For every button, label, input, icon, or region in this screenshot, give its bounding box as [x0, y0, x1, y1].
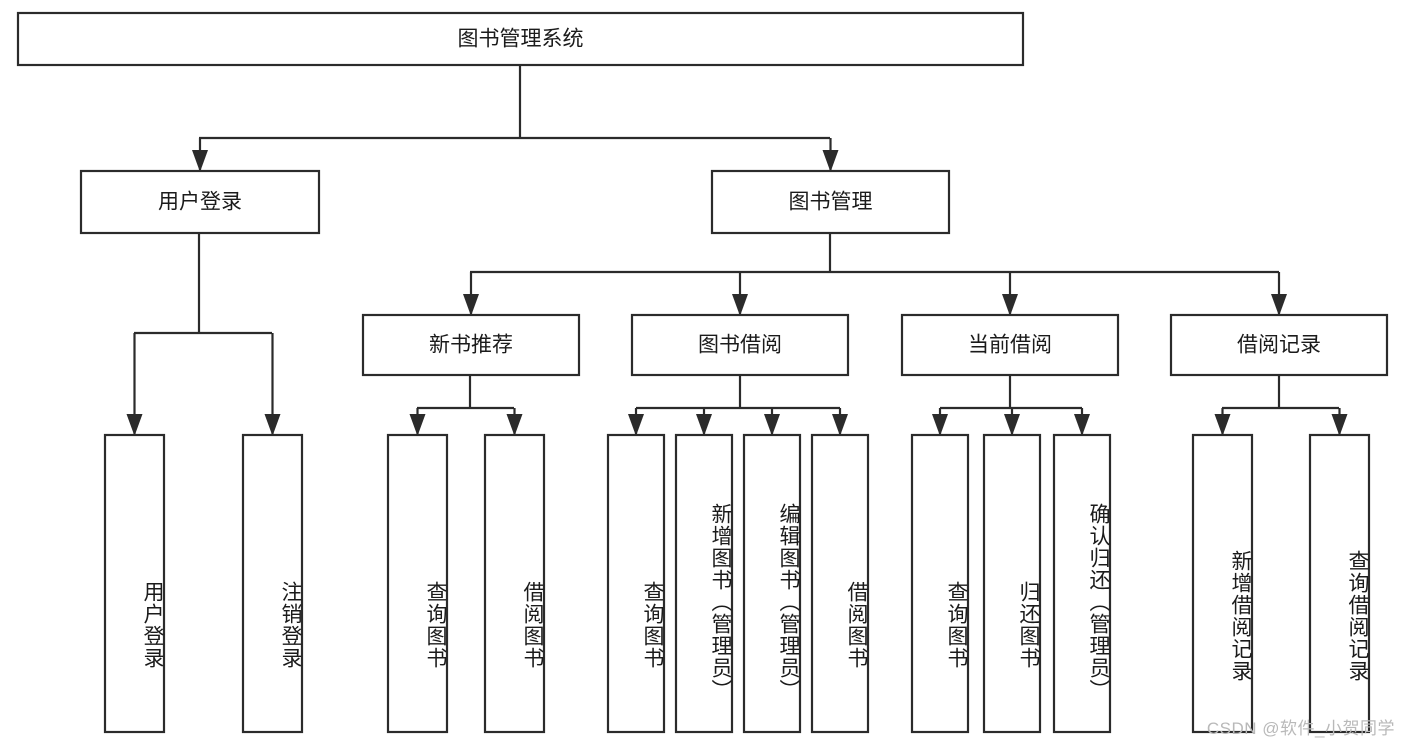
- arrow-head-icon: [832, 414, 848, 436]
- arrow-head-icon: [1271, 294, 1287, 316]
- node-label-n-book-manage: 图书管理: [789, 191, 873, 214]
- connectors-layer: [126, 65, 1348, 436]
- arrow-head-icon: [932, 414, 948, 436]
- node-box-n-user-login[interactable]: [79, 169, 321, 235]
- node-label-n-book-borrow: 图书借阅: [698, 334, 782, 357]
- node-box-l-br-add-record[interactable]: [1191, 433, 1254, 734]
- node-box-l-cb-confirm-return[interactable]: [1052, 433, 1112, 734]
- node-label-root: 图书管理系统: [458, 28, 584, 51]
- arrow-head-icon: [126, 414, 143, 436]
- arrow-head-icon: [764, 414, 780, 436]
- node-box-l-user-logout[interactable]: [241, 433, 304, 734]
- node-box-l-bb-query-book[interactable]: [606, 433, 666, 734]
- node-box-n-borrow-record[interactable]: [1169, 313, 1389, 377]
- arrow-head-icon: [463, 294, 479, 316]
- node-box-l-bb-add-book[interactable]: [674, 433, 734, 734]
- arrow-head-icon: [1002, 294, 1018, 316]
- node-box-l-bb-edit-book[interactable]: [742, 433, 802, 734]
- watermark-text: CSDN @软件_小贺同学: [1206, 719, 1395, 738]
- arrow-head-icon: [1004, 414, 1020, 436]
- arrow-head-icon: [696, 414, 712, 436]
- node-label-n-current-borrow: 当前借阅: [968, 334, 1052, 357]
- node-box-l-cb-query-book[interactable]: [910, 433, 970, 734]
- node-box-l-br-query-record[interactable]: [1308, 433, 1371, 734]
- node-box-n-book-manage[interactable]: [710, 169, 951, 235]
- node-box-n-new-book-rec[interactable]: [361, 313, 581, 377]
- node-box-n-book-borrow[interactable]: [630, 313, 850, 377]
- arrow-head-icon: [506, 414, 523, 436]
- arrow-head-icon: [822, 150, 839, 172]
- arrow-head-icon: [1074, 414, 1090, 436]
- arrow-head-icon: [732, 294, 748, 316]
- node-label-n-new-book-rec: 新书推荐: [429, 334, 513, 357]
- node-label-n-borrow-record: 借阅记录: [1237, 334, 1321, 357]
- node-box-l-cb-return-book[interactable]: [982, 433, 1042, 734]
- arrow-head-icon: [409, 414, 426, 436]
- node-box-l-bb-borrow-book[interactable]: [810, 433, 870, 734]
- arrow-head-icon: [1331, 414, 1348, 436]
- node-box-l-rec-borrow-book[interactable]: [483, 433, 546, 734]
- node-box-l-rec-query-book[interactable]: [386, 433, 449, 734]
- arrow-head-icon: [192, 150, 208, 172]
- node-box-n-current-borrow[interactable]: [900, 313, 1120, 377]
- arrow-head-icon: [1214, 414, 1231, 436]
- node-label-n-user-login: 用户登录: [158, 191, 242, 214]
- boxes-layer: [16, 11, 1389, 734]
- node-box-root[interactable]: [16, 11, 1025, 67]
- arrow-head-icon: [264, 414, 281, 436]
- node-box-l-user-login[interactable]: [103, 433, 166, 734]
- arrow-head-icon: [628, 414, 644, 436]
